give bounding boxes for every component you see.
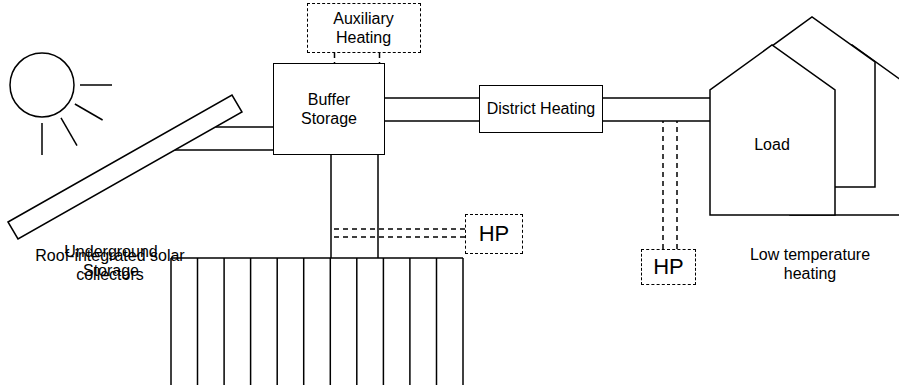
pipe-line xyxy=(676,121,678,249)
underground-storage: Underground Storage xyxy=(171,258,463,385)
dashed-pipe xyxy=(335,53,380,63)
box-label: HP xyxy=(479,221,510,247)
box-label: Buffer Storage xyxy=(282,90,377,128)
borehole-line xyxy=(197,258,199,385)
pipe-line xyxy=(379,53,381,63)
process-box: District Heating xyxy=(479,85,603,133)
house-outline xyxy=(710,45,835,215)
pipe-connector xyxy=(603,98,710,121)
heat-pump-box: HP xyxy=(465,214,523,254)
heat-pump-box: HP xyxy=(641,249,696,285)
borehole-line xyxy=(250,258,252,385)
borehole-line xyxy=(356,258,358,385)
borehole-line xyxy=(330,258,332,385)
load-house: LoadLow temperature heating xyxy=(710,45,835,215)
auxiliary-box: Auxiliary Heating xyxy=(307,3,421,53)
pipe-line xyxy=(331,228,465,230)
sun-icon xyxy=(10,53,112,155)
pipe-line xyxy=(175,149,273,151)
pipe-line xyxy=(603,120,710,122)
storage-top xyxy=(171,257,463,259)
borehole-line xyxy=(170,258,172,385)
shape-label: Low temperature heating xyxy=(735,245,885,283)
box-label: District Heating xyxy=(487,99,595,118)
pipe-line xyxy=(334,53,336,63)
pipe-line xyxy=(385,120,479,122)
load-house-outline xyxy=(710,45,835,215)
pipe-line xyxy=(385,97,479,99)
pipe-line xyxy=(662,121,664,249)
pipe-line xyxy=(216,126,273,128)
pipe-line xyxy=(330,155,332,258)
pipe-line xyxy=(331,236,465,238)
box-label: Auxiliary Heating xyxy=(314,9,414,47)
pipe-line xyxy=(603,97,710,99)
shape-label: Load xyxy=(722,135,822,154)
shape-label: Underground Storage xyxy=(59,242,163,280)
borehole-line xyxy=(303,258,305,385)
pipe-connector xyxy=(331,155,378,258)
storage-box: Buffer Storage xyxy=(273,63,385,155)
borehole-line xyxy=(223,258,225,385)
borehole-line xyxy=(462,258,464,385)
pipe-connector xyxy=(385,98,479,121)
dashed-pipe xyxy=(331,229,465,237)
borehole-line xyxy=(436,258,438,385)
borehole-line xyxy=(383,258,385,385)
underground-storage-outline xyxy=(171,258,463,385)
collector-panel xyxy=(8,95,242,239)
dashed-pipe xyxy=(663,121,677,249)
borehole-line xyxy=(409,258,411,385)
pipe-line xyxy=(377,155,379,258)
box-label: HP xyxy=(653,254,684,280)
borehole-line xyxy=(276,258,278,385)
